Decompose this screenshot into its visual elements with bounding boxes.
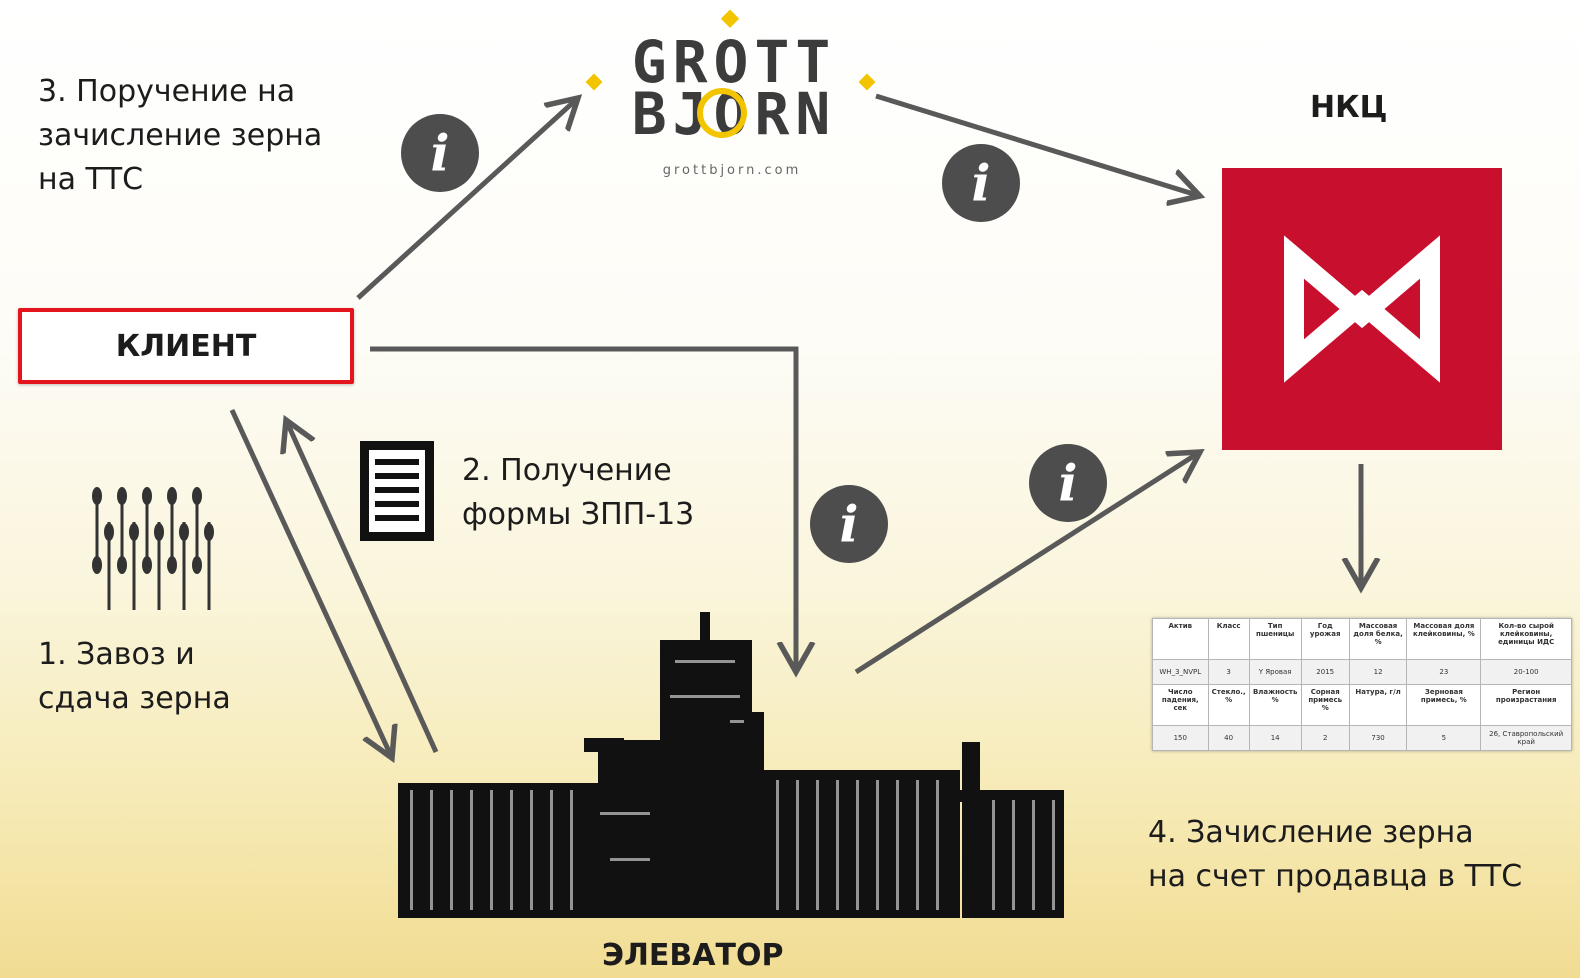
arrow-client-to-elevator-delivery (229, 408, 392, 758)
table-cell: Актив (1152, 618, 1209, 660)
table-cell: 3 (1207, 659, 1250, 685)
step2-line: 2. Получение (462, 453, 672, 488)
svg-text:i: i (431, 124, 450, 183)
table-cell: Число падения, сек (1152, 684, 1209, 726)
table-cell: Натура, г/л (1348, 684, 1408, 726)
ttc-certificate-table: Актив Класс Тип пшеницы Год урожая Массо… (1152, 618, 1572, 751)
logo-url: grottbjorn.com (663, 163, 802, 178)
table-row: WH_3_NVPL 3 Y Яровая 2015 12 23 20-100 (1152, 659, 1572, 685)
step3-label: 3. Поручение на зачисление зерна на ТТС (38, 70, 322, 202)
arrow-elevator-to-client-form (286, 420, 439, 754)
step1-line: сдача зерна (38, 681, 231, 716)
table-cell: Регион произрастания (1480, 684, 1572, 726)
elevator-label: ЭЛЕВАТОР (602, 938, 784, 973)
arrow-elevator-to-nkc (854, 452, 1200, 675)
table-cell: 5 (1406, 725, 1482, 751)
info-icon: i (810, 485, 888, 563)
table-cell: 23 (1406, 659, 1482, 685)
table-cell: Массовая доля белка, % (1348, 618, 1408, 660)
client-box: КЛИЕНТ (18, 308, 354, 384)
step1-label: 1. Завоз и сдача зерна (38, 633, 231, 721)
step2-label: 2. Получение формы ЗПП-13 (462, 449, 694, 537)
table-cell: Сорная примесь % (1300, 684, 1350, 726)
table-cell: 2015 (1300, 659, 1350, 685)
table-cell: Тип пшеницы (1248, 618, 1302, 660)
table-cell: 730 (1348, 725, 1408, 751)
table-cell: 40 (1207, 725, 1250, 751)
svg-text:i: i (972, 154, 991, 213)
nkc-label: НКЦ (1310, 90, 1388, 125)
info-icon: i (1029, 444, 1107, 522)
arrow-client-to-broker (356, 98, 578, 300)
nkc-logo-box (1222, 168, 1502, 450)
table-cell: 26, Ставропольский край (1480, 725, 1572, 751)
table-cell: Массовая доля клейковины, % (1406, 618, 1482, 660)
table-header-row: Число падения, сек Стекло., % Влажность … (1152, 684, 1572, 726)
client-label: КЛИЕНТ (115, 328, 257, 364)
svg-text:i: i (840, 495, 859, 554)
table-cell: Зерновая примесь, % (1406, 684, 1482, 726)
logo-line1: GROTT (632, 28, 837, 96)
moex-icon (1284, 235, 1440, 383)
step4-line: на счет продавца в ТТС (1148, 859, 1523, 894)
info-icon: i (942, 144, 1020, 222)
table-cell: Стекло., % (1207, 684, 1250, 726)
info-icon: i (401, 114, 479, 192)
table-cell: Год урожая (1300, 618, 1350, 660)
step3-line: на ТТС (38, 162, 144, 197)
table-cell: WH_3_NVPL (1152, 659, 1209, 685)
table-header-row: Актив Класс Тип пшеницы Год урожая Массо… (1152, 618, 1572, 660)
table-cell: 20-100 (1480, 659, 1572, 685)
arrow-client-to-elevator (370, 346, 796, 672)
svg-text:i: i (1059, 454, 1078, 513)
step2-line: формы ЗПП-13 (462, 497, 695, 532)
arrow-broker-to-nkc (875, 93, 1200, 196)
step4-line: 4. Зачисление зерна (1148, 815, 1474, 850)
step3-line: зачисление зерна (38, 118, 323, 153)
table-cell: 12 (1348, 659, 1408, 685)
step3-line: 3. Поручение на (38, 74, 296, 109)
step4-label: 4. Зачисление зерна на счет продавца в Т… (1148, 811, 1522, 899)
table-row: 150 40 14 2 730 5 26, Ставропольский кра… (1152, 725, 1572, 751)
step1-line: 1. Завоз и (38, 637, 195, 672)
table-cell: Кол-во сырой клейковины, единицы ИДС (1480, 618, 1572, 660)
table-cell: 150 (1152, 725, 1209, 751)
table-cell: Класс (1207, 618, 1250, 660)
table-cell: 2 (1300, 725, 1350, 751)
lion-emblem (697, 88, 747, 138)
table-cell: Влажность % (1248, 684, 1302, 726)
table-cell: 14 (1248, 725, 1302, 751)
table-cell: Y Яровая (1248, 659, 1302, 685)
